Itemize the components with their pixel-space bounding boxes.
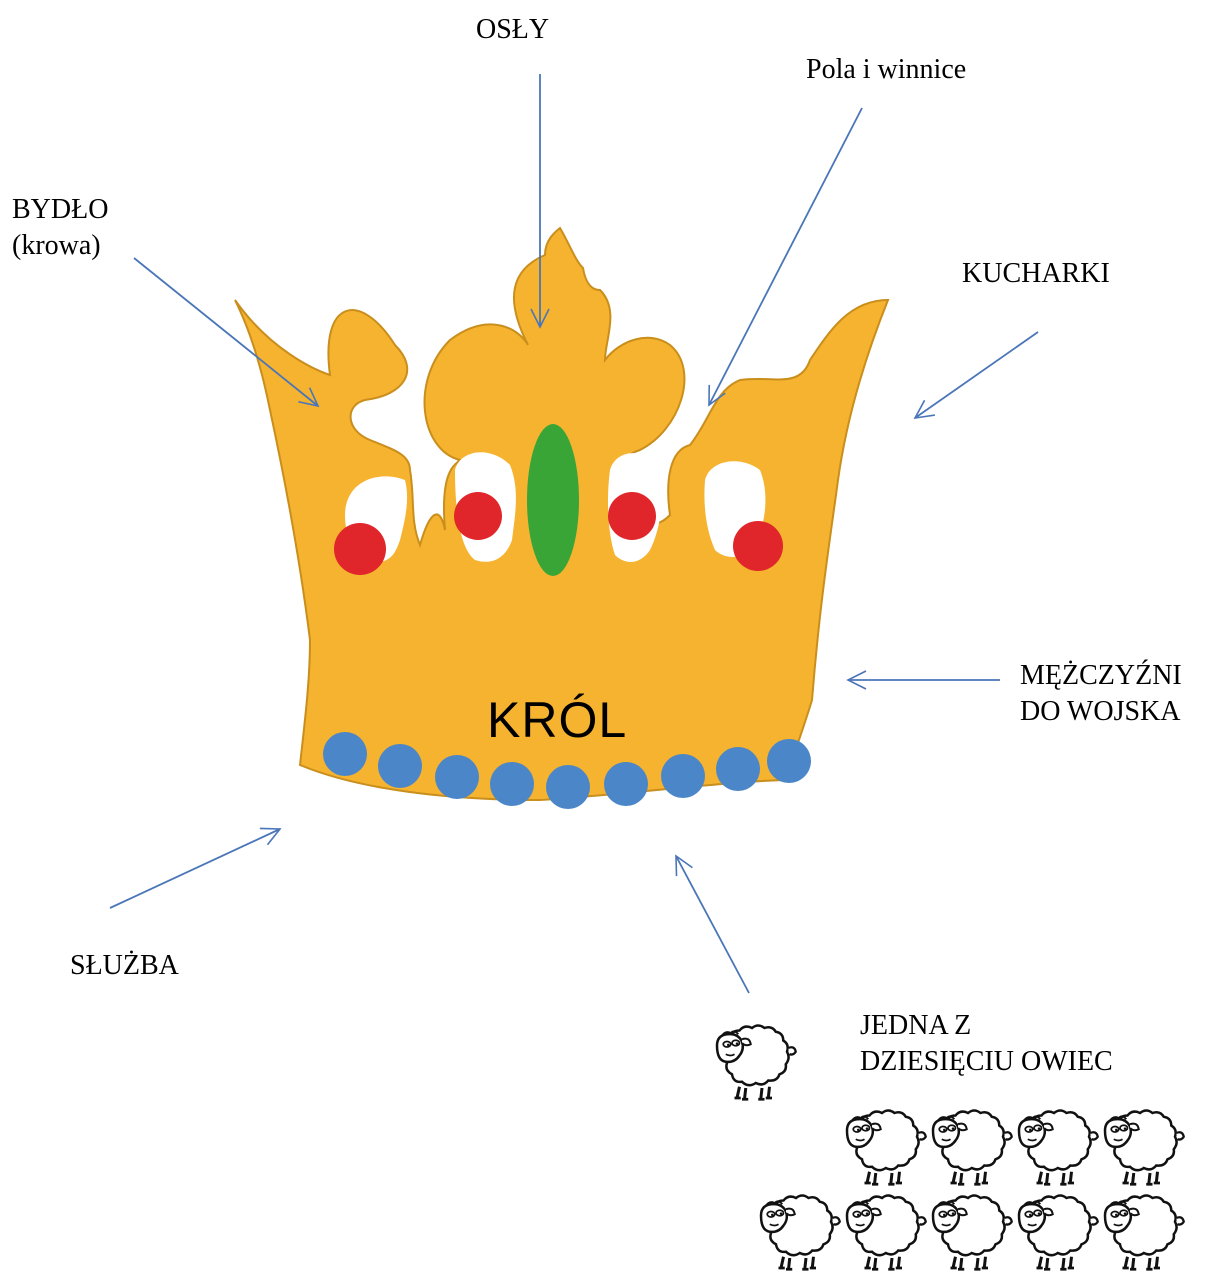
- label-mezczyzni: MĘŻCZYŹNI: [1020, 658, 1182, 694]
- label-bydlo: BYDŁO: [12, 192, 108, 228]
- sheep-icon: [1105, 1111, 1184, 1185]
- label-pola-i-winnice: Pola i winnice: [806, 52, 966, 88]
- sheep-icon: [933, 1196, 1012, 1270]
- sheep-icon: [1019, 1196, 1098, 1270]
- label-jedna-z: JEDNA Z: [860, 1008, 971, 1044]
- arrow-owce: [676, 856, 749, 993]
- label-bydlo-krowa: (krowa): [12, 228, 101, 264]
- sheep-icon: [847, 1111, 926, 1185]
- arrow-sluzba: [110, 829, 280, 908]
- label-kucharki: KUCHARKI: [962, 256, 1110, 292]
- sheep-icon: [1019, 1111, 1098, 1185]
- sheep-flock: [761, 1111, 1184, 1270]
- sheep-icon: [761, 1196, 840, 1270]
- label-sluzba: SŁUŻBA: [70, 948, 179, 984]
- center-label-krol: KRÓL: [487, 692, 627, 748]
- label-dziesieciu-owiec: DZIESIĘCIU OWIEC: [860, 1044, 1113, 1080]
- label-do-wojska: DO WOJSKA: [1020, 694, 1181, 730]
- arrow-kucharki: [915, 332, 1038, 418]
- arrow-bydlo: [134, 258, 318, 406]
- sheep-icon: [847, 1196, 926, 1270]
- sheep-icon: [933, 1111, 1012, 1185]
- label-osly: OSŁY: [476, 12, 549, 48]
- sheep-icon: [717, 1026, 796, 1100]
- sheep-icon: [1105, 1196, 1184, 1270]
